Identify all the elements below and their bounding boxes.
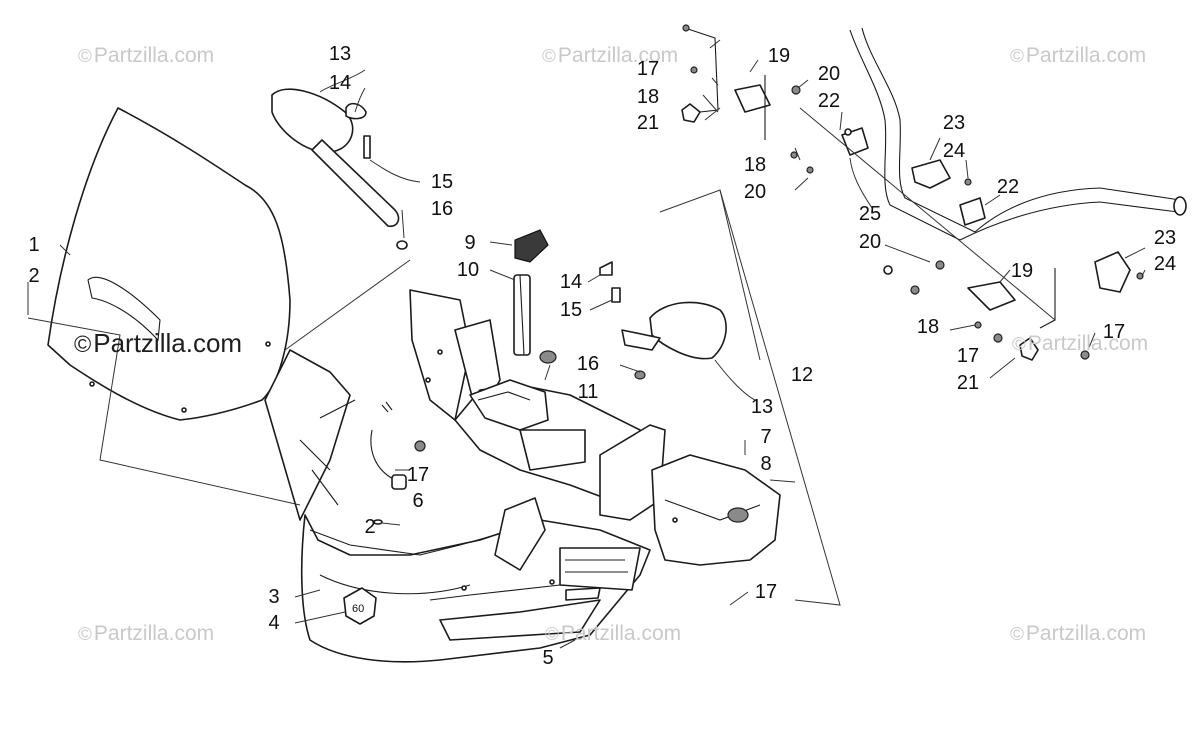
callout-16: 16	[430, 198, 454, 220]
callout-21: 21	[636, 112, 660, 134]
callout-19: 19	[1010, 260, 1034, 282]
callout-20: 20	[817, 63, 841, 85]
callout-23: 23	[942, 112, 966, 134]
handlebar-assembly	[681, 24, 1187, 361]
callout-17: 17	[956, 345, 980, 367]
windshield	[47, 107, 291, 421]
callout-14: 14	[328, 72, 352, 94]
side-panel	[651, 454, 781, 566]
svg-text:60: 60	[352, 603, 364, 615]
callout-17: 17	[636, 58, 660, 80]
callout-18: 18	[743, 154, 767, 176]
callout-13: 13	[328, 43, 352, 65]
callout-11: 11	[577, 381, 599, 403]
callout-7: 7	[760, 426, 772, 448]
mirror-right	[599, 261, 727, 380]
callout-16: 16	[576, 353, 600, 375]
callout-23: 23	[1153, 227, 1177, 249]
light-assembly	[370, 229, 557, 525]
callout-24: 24	[1153, 253, 1177, 275]
callout-25: 25	[858, 203, 882, 225]
leader-lines	[27, 39, 1146, 649]
nose-fairing: 60	[264, 349, 651, 663]
watermark: ©Partzilla.com	[78, 44, 215, 67]
callout-5: 5	[542, 647, 554, 669]
callout-8: 8	[760, 453, 772, 475]
callout-2: 2	[364, 516, 376, 538]
callout-14: 14	[559, 271, 583, 293]
callout-17: 17	[1102, 321, 1126, 343]
callout-13: 13	[750, 396, 774, 418]
callout-9: 9	[464, 232, 476, 254]
mirror-left	[271, 88, 408, 250]
callout-18: 18	[916, 316, 940, 338]
callout-10: 10	[456, 259, 480, 281]
watermark: ©Partzilla.com	[1012, 332, 1149, 355]
watermark: ©Partzilla.com	[74, 328, 243, 358]
callout-19: 19	[767, 45, 791, 67]
watermark: ©Partzilla.com	[545, 622, 682, 645]
callout-6: 6	[412, 490, 424, 512]
callout-15: 15	[559, 299, 583, 321]
callout-18: 18	[636, 86, 660, 108]
callout-22: 22	[817, 90, 841, 112]
watermark: ©Partzilla.com	[1010, 622, 1147, 645]
callout-20: 20	[858, 231, 882, 253]
callout-3: 3	[268, 586, 280, 608]
callout-2: 2	[28, 265, 40, 287]
callout-24: 24	[942, 140, 966, 162]
callout-17: 17	[754, 581, 778, 603]
callout-22: 22	[996, 176, 1020, 198]
watermark: ©Partzilla.com	[78, 622, 215, 645]
callout-1: 1	[28, 234, 40, 256]
watermark: ©Partzilla.com	[1010, 44, 1147, 67]
callout-12: 12	[790, 364, 814, 386]
callout-21: 21	[956, 372, 980, 394]
callout-15: 15	[430, 171, 454, 193]
callout-17: 17	[406, 464, 430, 486]
dash-housing	[409, 289, 666, 521]
callout-20: 20	[743, 181, 767, 203]
callout-4: 4	[268, 612, 280, 634]
watermark: ©Partzilla.com	[542, 44, 679, 67]
